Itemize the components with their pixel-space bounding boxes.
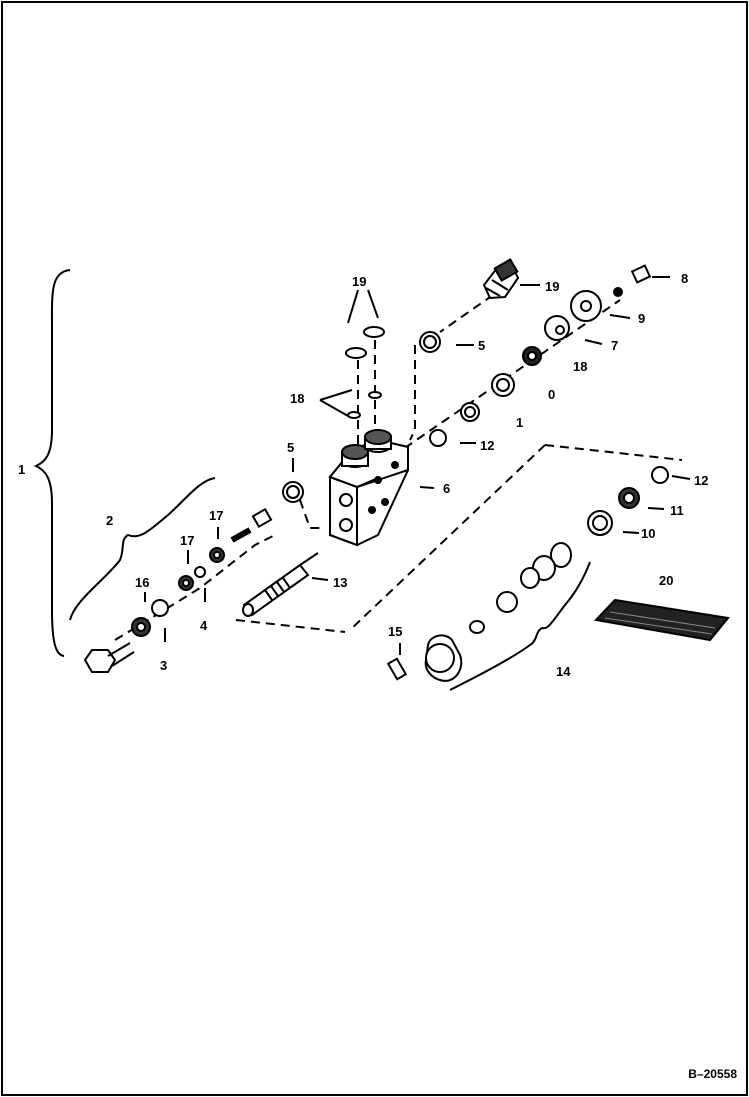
callout-11-bottom: 11	[670, 503, 684, 518]
stacked-seals	[345, 326, 385, 419]
callout-19-right: 19	[545, 279, 559, 294]
callout-9: 9	[638, 311, 645, 326]
callout-17-top: 17	[209, 508, 223, 523]
callout-17-bottom: 17	[180, 533, 194, 548]
callout-12-bottom: 12	[694, 473, 708, 488]
spool	[242, 552, 319, 617]
spring-assembly	[386, 466, 669, 682]
callout-8: 8	[681, 271, 688, 286]
left-parts	[83, 481, 304, 673]
callout-5-right: 5	[478, 338, 485, 353]
callout-5-left: 5	[287, 440, 294, 455]
callout-labels: 1 2 3 4 5 5 6 7 8 9 0 10 1 11 12 12 13 1…	[18, 271, 708, 679]
brace-2	[69, 477, 216, 621]
callout-19-top: 19	[352, 274, 366, 289]
body-top-fittings	[341, 429, 392, 468]
brace-1	[33, 269, 71, 657]
callout-16: 16	[135, 575, 149, 590]
callout-6: 6	[443, 481, 450, 496]
callout-1: 1	[18, 462, 25, 477]
callout-10-bottom: 10	[641, 526, 655, 541]
callout-4: 4	[200, 618, 208, 633]
callout-3: 3	[160, 658, 167, 673]
figure-id: B–20558	[688, 1067, 737, 1081]
callout-18-left: 18	[290, 391, 304, 406]
callout-2: 2	[106, 513, 113, 528]
callout-12-top: 12	[480, 438, 494, 453]
callout-20: 20	[659, 573, 673, 588]
leader-lines	[144, 276, 691, 655]
callout-13: 13	[333, 575, 347, 590]
right-small-parts	[419, 264, 652, 447]
callout-7: 7	[611, 338, 618, 353]
brace-14	[449, 561, 591, 691]
callout-10-top: 0	[548, 387, 555, 402]
relief-fitting	[482, 258, 520, 300]
callout-15: 15	[388, 624, 402, 639]
seal-kit-label	[593, 598, 730, 642]
callout-11-top: 1	[516, 415, 523, 430]
callout-14: 14	[556, 664, 571, 679]
callout-18-right: 18	[573, 359, 587, 374]
